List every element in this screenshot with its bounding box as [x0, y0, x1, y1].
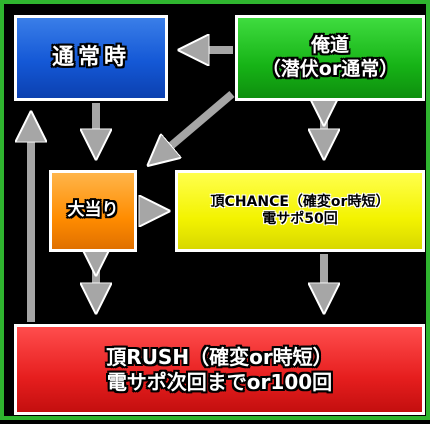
node-ooatari: 大当り [49, 170, 137, 252]
node-oremichi-line-1: 俺道 [310, 34, 349, 57]
node-rush-line-2: 電サポ次回までor100回 [106, 369, 333, 394]
node-chance-line-1: 頂CHANCE（確変or時短） [210, 193, 390, 210]
node-rush: 頂RUSH（確変or時短） 電サポ次回までor100回 [14, 324, 425, 415]
node-normal-line-1: 通常時 [51, 45, 130, 71]
node-oremichi-line-2: （潜伏or通常） [261, 58, 399, 80]
node-chance-line-2: 電サポ50回 [262, 211, 338, 227]
node-chance: 頂CHANCE（確変or時短） 電サポ50回 [175, 170, 425, 252]
arrow-oremichi-to-ooatari [152, 90, 235, 162]
node-rush-line-1: 頂RUSH（確変or時短） [106, 344, 333, 369]
node-oremichi: 俺道 （潜伏or通常） [235, 15, 425, 101]
node-normal: 通常時 [14, 15, 168, 101]
node-ooatari-line-1: 大当り [67, 200, 119, 221]
